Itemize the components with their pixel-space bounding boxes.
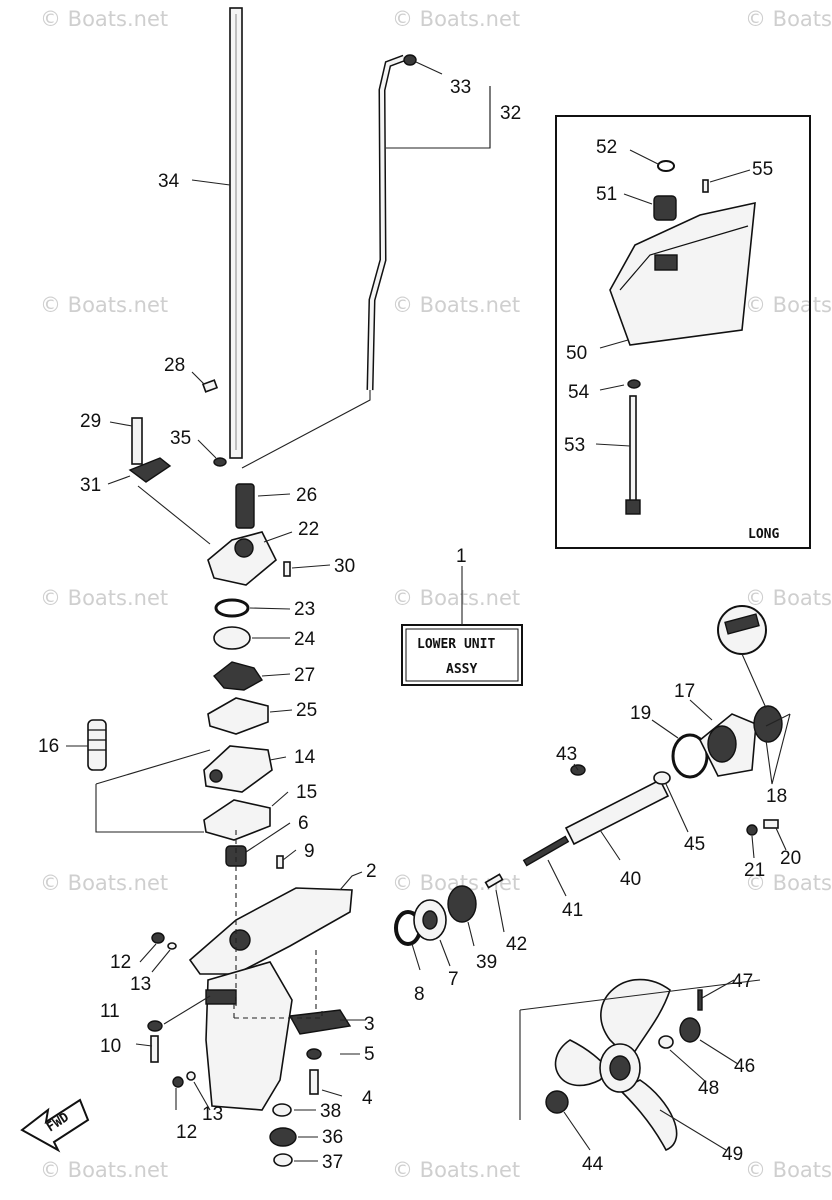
callout-40: 40 xyxy=(620,869,641,890)
water-pump-parts xyxy=(128,379,291,869)
watermark: © Boats.net xyxy=(40,586,168,610)
callout-31: 31 xyxy=(80,475,101,496)
leader-lines xyxy=(66,61,791,1162)
callout-47: 47 xyxy=(732,971,753,992)
watermark: © Boats.net xyxy=(745,1158,832,1182)
callout-50: 50 xyxy=(566,343,587,364)
callout-12a: 12 xyxy=(110,952,131,973)
watermark: © Boats.net xyxy=(40,871,168,895)
callout-26: 26 xyxy=(296,485,317,506)
case-hardware xyxy=(147,932,352,1167)
grommet-16 xyxy=(87,719,107,771)
drive-shaft xyxy=(229,7,243,459)
callout-14: 14 xyxy=(294,747,316,768)
callout-15: 15 xyxy=(296,782,317,803)
watermark: © Boats.net xyxy=(745,586,832,610)
callout-49: 49 xyxy=(722,1144,743,1165)
callout-35: 35 xyxy=(170,428,191,449)
callout-22: 22 xyxy=(298,519,319,540)
callout-36: 36 xyxy=(322,1127,343,1148)
callout-45: 45 xyxy=(684,834,705,855)
watermark: © Boats.net xyxy=(745,293,832,317)
callout-7: 7 xyxy=(448,969,459,990)
callout-54: 54 xyxy=(568,382,590,403)
callout-24: 24 xyxy=(294,629,316,650)
callout-6: 6 xyxy=(298,813,309,834)
watermark: © Boats.net xyxy=(392,586,520,610)
callout-11: 11 xyxy=(100,1001,120,1022)
callout-25: 25 xyxy=(296,700,317,721)
callout-5: 5 xyxy=(364,1044,375,1065)
watermark: © Boats.net xyxy=(392,293,520,317)
callout-38: 38 xyxy=(320,1101,341,1122)
callout-43: 43 xyxy=(556,744,577,765)
callout-39: 39 xyxy=(476,952,497,973)
shift-rod xyxy=(366,54,417,391)
callout-34: 34 xyxy=(158,171,180,192)
lower-unit-assy-box: LOWER UNIT ASSY xyxy=(401,566,523,686)
watermark: © Boats.net xyxy=(40,7,168,31)
callout-27: 27 xyxy=(294,665,315,686)
watermark: © Boats.net xyxy=(40,1158,168,1182)
callout-21: 21 xyxy=(744,860,765,881)
callout-48: 48 xyxy=(698,1078,719,1099)
callout-30: 30 xyxy=(334,556,355,577)
callout-52: 52 xyxy=(596,137,617,158)
watermark: © Boats.net xyxy=(392,7,520,31)
callout-16: 16 xyxy=(38,736,59,757)
callout-37: 37 xyxy=(322,1152,343,1173)
callout-17: 17 xyxy=(674,681,695,702)
callout-4: 4 xyxy=(362,1088,373,1109)
callout-42: 42 xyxy=(506,934,527,955)
propeller xyxy=(545,978,703,1152)
callout-19: 19 xyxy=(630,703,651,724)
callout-29: 29 xyxy=(80,411,101,432)
gear-train xyxy=(394,605,783,946)
callout-labels: 1 2 3 4 5 6 7 8 9 10 11 12 13 12 13 14 1… xyxy=(38,77,801,1175)
callout-13a: 13 xyxy=(130,974,151,995)
watermark: © Boats.net xyxy=(40,293,168,317)
callout-9: 9 xyxy=(304,841,315,862)
callout-2: 2 xyxy=(366,861,377,882)
watermark: © Boats.net xyxy=(745,871,832,895)
inset-long-label: LONG xyxy=(748,527,779,542)
callout-23: 23 xyxy=(294,599,315,620)
long-shaft-inset: LONG xyxy=(555,115,811,549)
watermark: © Boats.net xyxy=(745,7,832,31)
assy-label-line1: LOWER UNIT xyxy=(417,637,495,652)
fwd-arrow-icon: FWD xyxy=(20,1098,90,1153)
lower-case xyxy=(188,887,353,1111)
callout-1: 1 xyxy=(456,546,467,567)
callout-12b: 12 xyxy=(176,1122,197,1143)
callout-28: 28 xyxy=(164,355,185,376)
callout-32: 32 xyxy=(500,103,521,124)
watermark: © Boats.net xyxy=(392,1158,520,1182)
assy-label-line2: ASSY xyxy=(446,662,477,677)
callout-55: 55 xyxy=(752,159,773,180)
callout-10: 10 xyxy=(100,1036,121,1057)
callout-8: 8 xyxy=(414,984,425,1005)
callout-18: 18 xyxy=(766,786,787,807)
callout-20: 20 xyxy=(780,848,801,869)
callout-3: 3 xyxy=(364,1014,375,1035)
callout-13b: 13 xyxy=(202,1104,223,1125)
callout-46: 46 xyxy=(734,1056,755,1077)
callout-33: 33 xyxy=(450,77,471,98)
callout-41: 41 xyxy=(562,900,583,921)
callout-44: 44 xyxy=(582,1154,604,1175)
watermarks: © Boats.net © Boats.net © Boats.net © Bo… xyxy=(40,7,832,1182)
callout-51: 51 xyxy=(596,184,617,205)
callout-53: 53 xyxy=(564,435,585,456)
